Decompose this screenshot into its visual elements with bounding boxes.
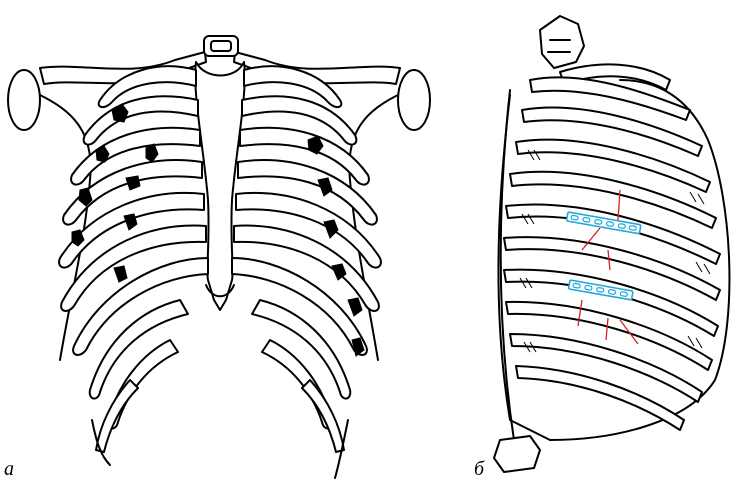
right-ribs bbox=[232, 66, 381, 452]
left-ribs bbox=[59, 66, 208, 452]
fracture-fragment bbox=[114, 266, 127, 282]
lateral-ribs bbox=[504, 77, 720, 430]
spine-edge bbox=[501, 90, 514, 440]
panel-b-label: б bbox=[474, 458, 484, 481]
fracture-fragment bbox=[126, 176, 140, 190]
fracture-fragment bbox=[124, 214, 137, 230]
cervical-vertebrae bbox=[540, 16, 584, 68]
lumbar-vertebrae bbox=[494, 436, 540, 472]
anterior-ribcage-illustration: а bbox=[0, 0, 440, 489]
left-acromion bbox=[8, 70, 40, 130]
lateral-ribcage-illustration: б bbox=[470, 0, 738, 489]
fracture-fragment bbox=[146, 144, 158, 162]
lateral-ribcage-drawing bbox=[470, 0, 738, 489]
left-rib-10 bbox=[96, 380, 138, 452]
left-scapula bbox=[40, 95, 91, 360]
fracture-fragment bbox=[348, 298, 362, 316]
manubrium-top bbox=[204, 36, 238, 56]
right-acromion bbox=[398, 70, 430, 130]
anterior-ribcage-drawing bbox=[0, 0, 440, 489]
right-rib-10 bbox=[302, 380, 344, 452]
panel-a-label: а bbox=[4, 458, 14, 481]
right-scapula bbox=[349, 95, 398, 360]
